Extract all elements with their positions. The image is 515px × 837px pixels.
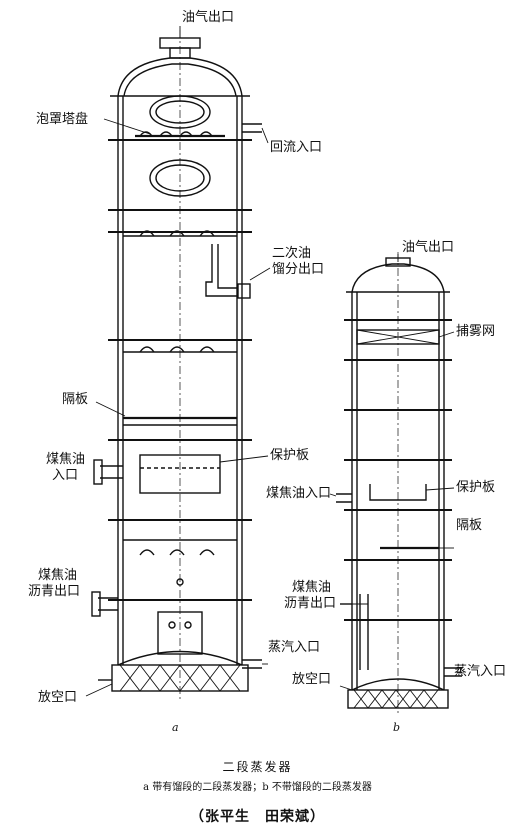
column-a xyxy=(91,30,262,700)
label-b-coke-oil-inlet: 煤焦油入口 xyxy=(266,486,332,501)
leader-lines xyxy=(85,26,462,697)
column-b-coke-oil-inlet xyxy=(336,493,352,503)
column-a-guard-plate xyxy=(139,454,221,494)
diagram-a-letter: a xyxy=(172,721,179,734)
figure-title: 二段蒸发器 xyxy=(222,760,293,774)
label-a-steam-inlet: 蒸汽入口 xyxy=(268,640,321,655)
column-b-pitch-outlet xyxy=(359,594,369,670)
figure-subtitle: a 带有馏段的二段蒸发器；b 不带馏段的二段蒸发器 xyxy=(143,782,372,793)
figure-authors: （张平生 田荣斌） xyxy=(190,809,325,825)
label-b-guard-plate: 保护板 xyxy=(456,480,496,495)
column-a-coke-oil-inlet xyxy=(100,465,123,479)
label-a-secondary-oil-line1: 二次油 xyxy=(272,246,312,261)
column-a-steam-inlet xyxy=(242,659,262,669)
label-a-secondary-oil-line2: 馏分出口 xyxy=(272,262,325,277)
label-b-mist-net: 捕雾网 xyxy=(456,324,496,339)
label-a-reflux-inlet: 回流入口 xyxy=(270,140,323,155)
label-a-guard-plate: 保护板 xyxy=(270,448,310,463)
column-b xyxy=(336,252,462,716)
label-b-pitch-line1: 煤焦油 xyxy=(292,580,332,595)
label-a-pitch-line2: 沥青出口 xyxy=(28,584,81,599)
column-a-secondary-oil-outlet xyxy=(205,244,238,297)
label-a-top-outlet: 油气出口 xyxy=(182,10,235,25)
label-b-top-outlet: 油气出口 xyxy=(402,240,455,255)
label-a-pitch-line1: 煤焦油 xyxy=(38,568,78,583)
label-a-bubble-cap-tray: 泡罩塔盘 xyxy=(36,112,89,127)
label-a-coke-oil-line2: 入口 xyxy=(52,468,79,483)
label-b-vent: 放空口 xyxy=(292,672,332,687)
column-a-pitch-outlet xyxy=(98,597,118,611)
label-a-baffle: 隔板 xyxy=(62,392,89,407)
label-b-steam-inlet: 蒸汽入口 xyxy=(454,664,507,679)
diagram-b-letter: b xyxy=(393,721,401,734)
column-a-reflux-inlet xyxy=(242,123,262,133)
label-a-coke-oil-line1: 煤焦油 xyxy=(46,452,86,467)
label-a-vent: 放空口 xyxy=(38,690,78,705)
label-b-pitch-line2: 沥青出口 xyxy=(284,596,337,611)
column-a-bottom-head xyxy=(117,650,243,666)
column-b-steam-inlet xyxy=(444,667,462,677)
label-b-baffle: 隔板 xyxy=(456,518,483,533)
